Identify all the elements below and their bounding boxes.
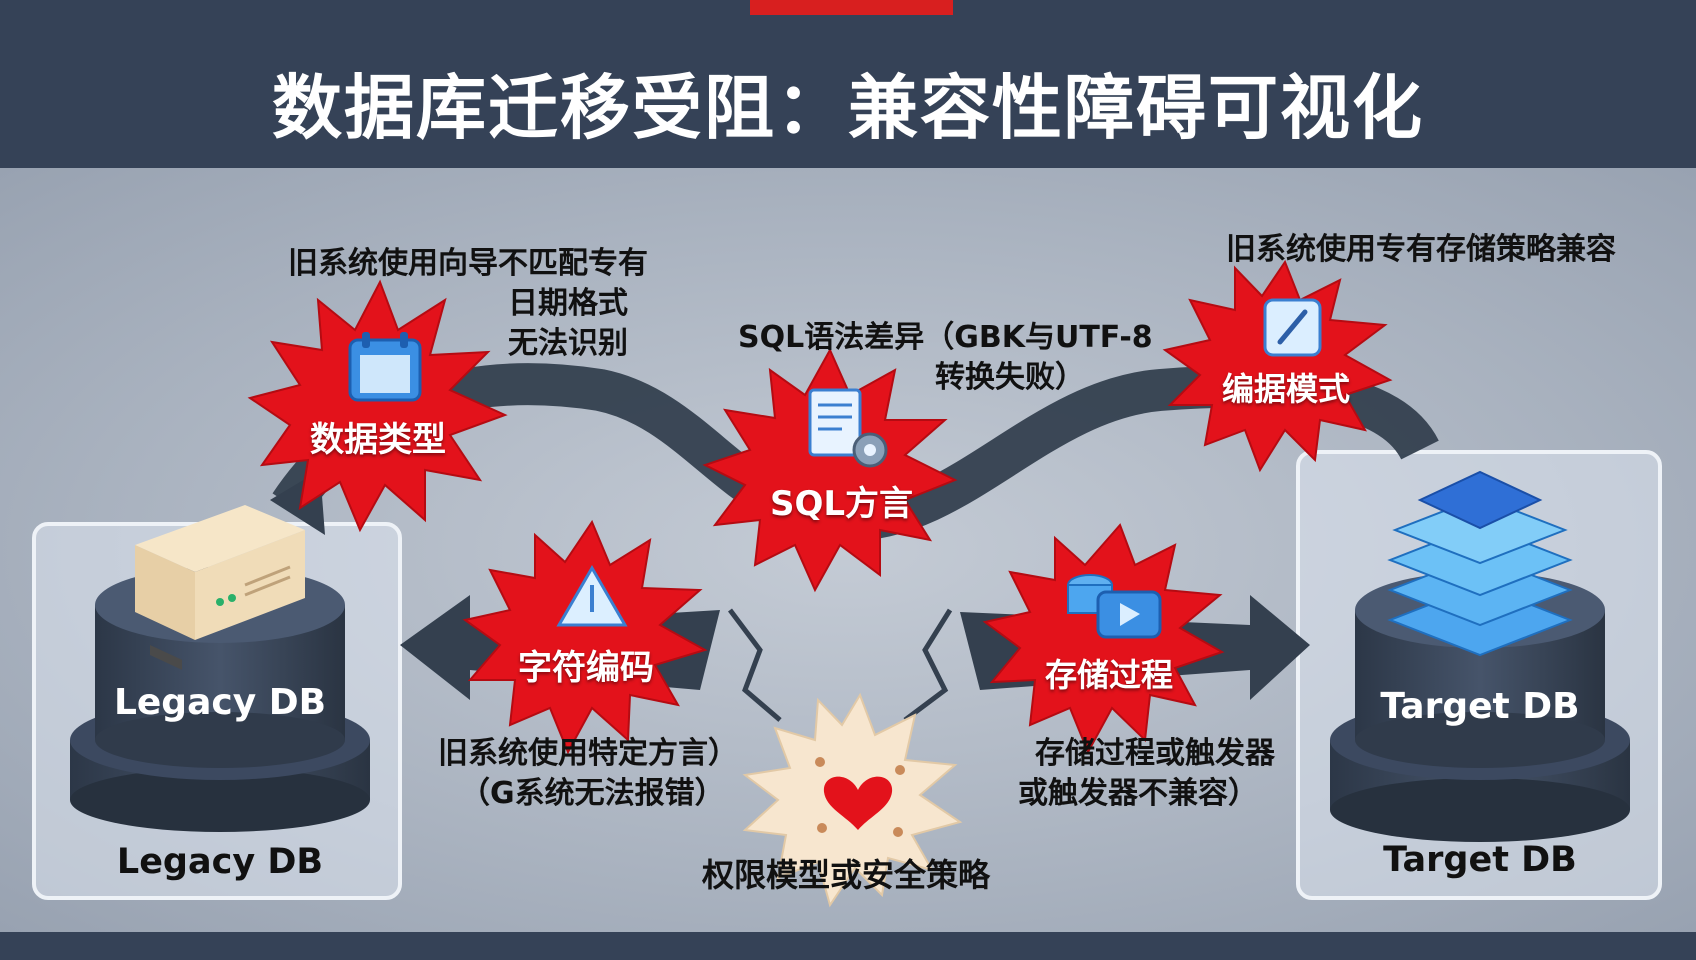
crack-lines	[728, 608, 953, 722]
data-type-desc-1: 旧系统使用向导不匹配专有	[288, 246, 648, 281]
edit-mode-desc-1: 旧系统使用专有存储策略兼容	[1226, 232, 1616, 267]
sql-dialect-desc-2: 转换失败）	[935, 360, 1085, 395]
storage-desc-1: 存储过程或触发器	[1035, 736, 1275, 771]
target-db-caption: Target DB	[1383, 840, 1577, 880]
calendar-icon	[348, 332, 422, 402]
burst-edit-mode	[1162, 259, 1393, 473]
document-gear-icon	[808, 388, 888, 468]
burst-storage	[982, 523, 1225, 755]
edit-mode-label: 编据模式	[1222, 370, 1351, 408]
header-accent	[750, 0, 953, 15]
storage-desc-2: 或触发器不兼容）	[1018, 776, 1258, 811]
server-icon	[135, 505, 305, 670]
sql-dialect-label: SQL方言	[770, 484, 914, 524]
char-encoding-desc-1: 旧系统使用特定方言）	[438, 736, 738, 771]
data-type-desc-2: 日期格式	[508, 286, 628, 321]
data-type-desc-3: 无法识别	[508, 326, 628, 361]
header-bar: 数据库迁移受阻：兼容性障碍可视化	[0, 0, 1696, 168]
legacy-db-label: Legacy DB	[113, 682, 327, 723]
char-encoding-label: 字符编码	[518, 648, 654, 688]
page-title: 数据库迁移受阻：兼容性障碍可视化	[272, 67, 1424, 149]
heart-icon	[815, 757, 905, 837]
storage-video-icon	[1067, 574, 1162, 639]
layers-icon	[1387, 470, 1573, 657]
char-encoding-desc-2: （G系统无法报错）	[460, 776, 725, 811]
burst-sql-dialect	[702, 347, 958, 593]
storage-label: 存储过程	[1045, 656, 1174, 694]
burst-data-type	[247, 279, 508, 533]
warning-triangle-icon	[556, 565, 628, 627]
sql-dialect-desc-1: SQL语法差异（GBK与UTF-8	[738, 320, 1153, 355]
legacy-db-caption: Legacy DB	[116, 842, 324, 882]
footer-bar	[0, 932, 1696, 960]
edit-note-icon	[1263, 298, 1322, 357]
burst-char-encoding	[462, 519, 708, 755]
target-db-label: Target DB	[1380, 686, 1580, 727]
permission-label: 权限模型或安全策略	[702, 856, 991, 894]
legacy-db-cylinder	[70, 567, 370, 832]
data-type-label: 数据类型	[310, 420, 446, 460]
